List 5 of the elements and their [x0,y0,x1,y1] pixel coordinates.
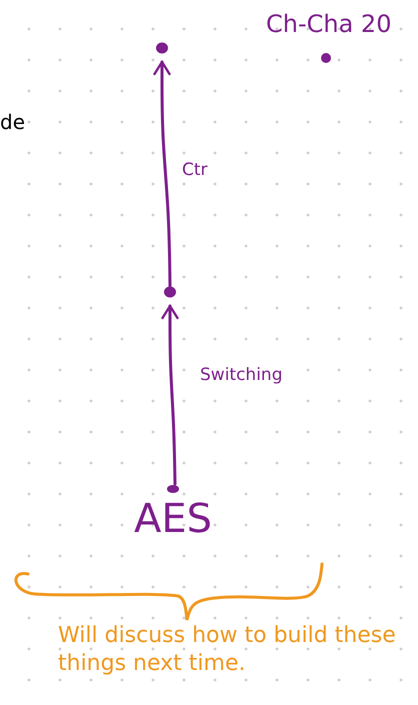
node-label: Ch-Cha 20 [266,10,392,38]
note-text: Will discuss how to build these things next time. [58,622,397,677]
partial-text: de [0,110,25,135]
node-label: AES [134,496,212,542]
edge-label: Switching [200,365,282,385]
